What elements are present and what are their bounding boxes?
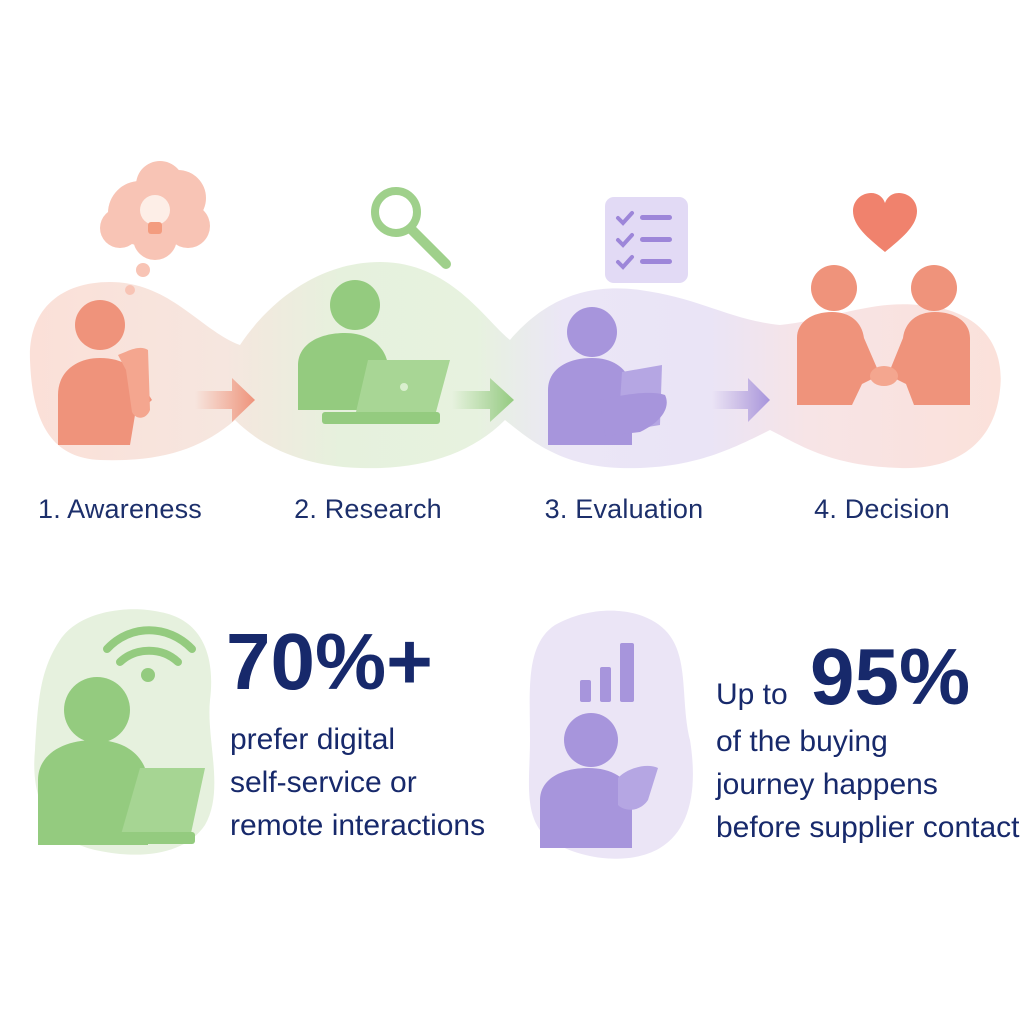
person-with-laptop-icon <box>298 280 450 424</box>
person-with-laptop-icon <box>38 677 205 845</box>
stat-digital-line: prefer digital <box>230 723 396 756</box>
stage-label-awareness: 1. Awareness <box>37 494 202 524</box>
stat-digital-value: 70%+ <box>226 617 433 706</box>
stage-research-illustration <box>298 187 451 424</box>
stat-journey-description: of the buying journey happens before sup… <box>716 720 1020 849</box>
stat-journey-illustration <box>528 610 693 859</box>
person-with-phone-icon <box>540 713 658 848</box>
stat-digital-line: self-service or <box>230 766 417 799</box>
stage-evaluation-illustration <box>548 197 688 445</box>
stat-journey-line: before supplier contact <box>716 811 1020 844</box>
journey-background-band <box>29 262 1001 469</box>
checklist-icon <box>605 197 688 283</box>
stage-label-evaluation: 3. Evaluation <box>544 494 704 524</box>
arrow-1-icon <box>195 378 255 422</box>
wifi-dot-icon <box>141 668 155 682</box>
stage-label-decision: 4. Decision <box>814 494 950 524</box>
stat-digital-description: prefer digital self-service or remote in… <box>230 718 485 847</box>
stage-decision-illustration <box>797 193 970 405</box>
stat-journey-line: of the buying <box>716 725 888 758</box>
stage-label-research: 2. Research <box>294 494 442 524</box>
magnifier-icon <box>371 187 451 269</box>
stat-digital-illustration <box>34 609 215 855</box>
heart-icon <box>853 193 917 252</box>
stat-journey-headline: Up to 95% <box>716 637 970 717</box>
stat-journey-line: journey happens <box>716 768 938 801</box>
lightbulb-icon <box>140 195 170 234</box>
thinking-person-icon <box>58 300 152 445</box>
arrow-2-icon <box>452 378 514 422</box>
arrow-3-icon <box>712 378 770 422</box>
stat-digital-line: remote interactions <box>230 809 486 842</box>
stage-awareness-illustration <box>58 161 210 445</box>
handshake-people-icon <box>797 265 970 405</box>
person-with-tablet-icon <box>548 307 667 445</box>
stat-journey-value: 95% <box>809 632 971 721</box>
bar-chart-icon <box>580 643 634 702</box>
wifi-icon <box>103 626 196 666</box>
stat-journey-prefix: Up to <box>716 678 788 711</box>
